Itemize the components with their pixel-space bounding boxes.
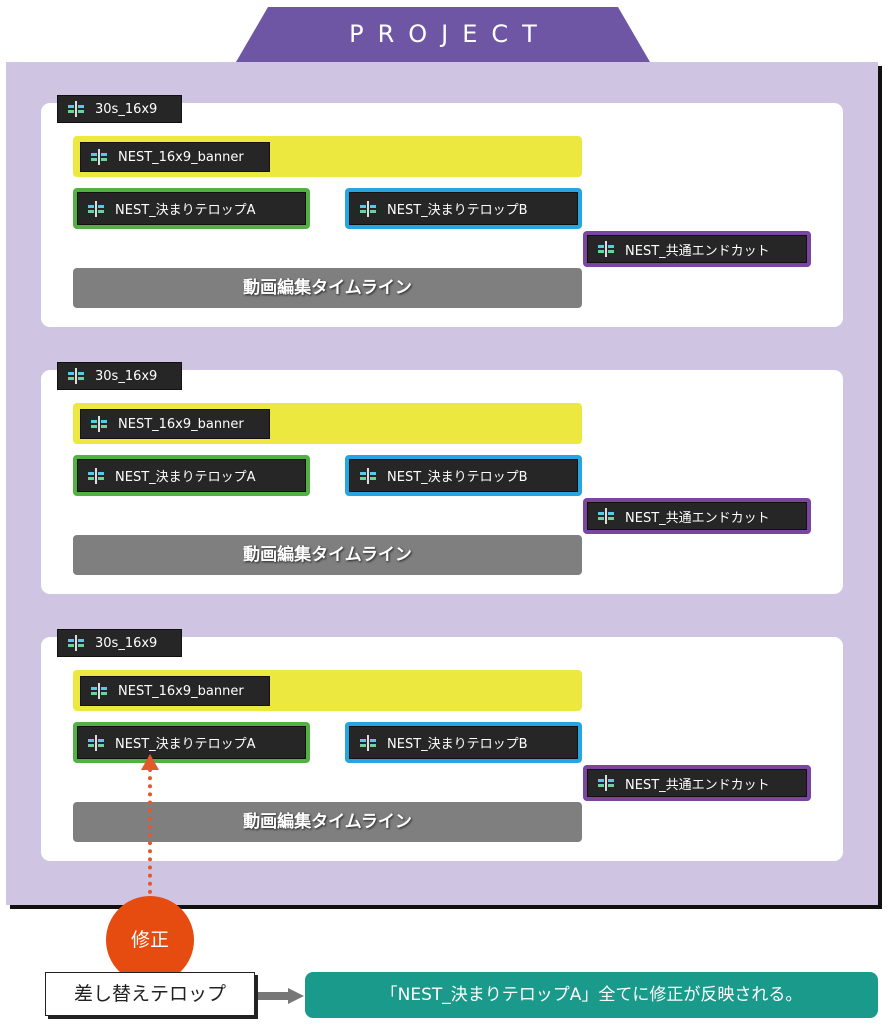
telop-b-track: NEST_決まりテロップB [345, 188, 582, 229]
telop-a-track: NEST_決まりテロップA [73, 188, 310, 229]
clip-name: NEST_決まりテロップB [387, 470, 528, 485]
sequence-name: 30s_16x9 [95, 635, 158, 651]
endcut-clip[interactable]: NEST_共通エンドカット [587, 235, 807, 263]
sequence-icon [88, 200, 104, 217]
telop-b-track: NEST_決まりテロップB [345, 722, 582, 763]
sequence-name: 30s_16x9 [95, 101, 158, 117]
telop-a-track: NEST_決まりテロップA [73, 722, 310, 763]
clip-name: NEST_決まりテロップB [387, 737, 528, 752]
arrow-up-icon [141, 754, 159, 770]
clip-name: NEST_16x9_banner [118, 683, 244, 699]
endcut-track: NEST_共通エンドカット [583, 498, 811, 534]
clip-name: NEST_共通エンドカット [625, 510, 770, 526]
clip-name: NEST_決まりテロップA [115, 470, 256, 485]
telop-b-clip[interactable]: NEST_決まりテロップB [349, 192, 578, 225]
endcut-clip[interactable]: NEST_共通エンドカット [587, 502, 807, 530]
replace-telop-label: 差し替えテロップ [45, 972, 255, 1016]
sequence-icon [68, 101, 84, 117]
clip-name: NEST_16x9_banner [118, 149, 244, 165]
telop-b-clip[interactable]: NEST_決まりテロップB [349, 726, 578, 759]
clip-name: NEST_共通エンドカット [625, 243, 770, 259]
sequence-icon [91, 149, 107, 165]
endcut-track: NEST_共通エンドカット [583, 231, 811, 267]
sequence-tag[interactable]: 30s_16x9 [57, 629, 182, 657]
sequence-icon [88, 467, 104, 484]
sequence-icon [88, 734, 104, 751]
project-header: PROJECT [236, 7, 650, 62]
sequence-tag[interactable]: 30s_16x9 [57, 95, 182, 123]
telop-b-clip[interactable]: NEST_決まりテロップB [349, 459, 578, 492]
clip-name: NEST_決まりテロップA [115, 203, 256, 218]
telop-a-clip[interactable]: NEST_決まりテロップA [77, 192, 306, 225]
banner-clip[interactable]: NEST_16x9_banner [80, 409, 270, 439]
timeline-bar: 動画編集タイムライン [73, 535, 582, 575]
clip-name: NEST_決まりテロップB [387, 203, 528, 218]
arrow-right-icon [258, 988, 304, 1004]
banner-track: NEST_16x9_banner [73, 136, 582, 177]
timeline-bar: 動画編集タイムライン [73, 268, 582, 308]
sequence-card: 30s_16x9 NEST_16x9_banner NEST_決まりテロップA … [41, 95, 843, 327]
telop-b-track: NEST_決まりテロップB [345, 455, 582, 496]
banner-clip[interactable]: NEST_16x9_banner [80, 142, 270, 172]
banner-track: NEST_16x9_banner [73, 670, 582, 711]
endcut-track: NEST_共通エンドカット [583, 765, 811, 801]
sequence-icon [360, 467, 376, 484]
sequence-tag[interactable]: 30s_16x9 [57, 362, 182, 390]
sequence-icon [91, 416, 107, 432]
fix-badge: 修正 [106, 896, 194, 984]
sequence-card: 30s_16x9 NEST_16x9_banner NEST_決まりテロップA … [41, 629, 843, 861]
sequence-icon [598, 508, 614, 524]
telop-a-track: NEST_決まりテロップA [73, 455, 310, 496]
sequence-icon [360, 734, 376, 751]
sequence-name: 30s_16x9 [95, 368, 158, 384]
sequence-icon [91, 683, 107, 699]
clip-name: NEST_共通エンドカット [625, 777, 770, 793]
endcut-clip[interactable]: NEST_共通エンドカット [587, 769, 807, 797]
telop-a-clip[interactable]: NEST_決まりテロップA [77, 459, 306, 492]
sequence-icon [598, 241, 614, 257]
sequence-icon [360, 200, 376, 217]
banner-track: NEST_16x9_banner [73, 403, 582, 444]
sequence-icon [598, 775, 614, 791]
sequence-card: 30s_16x9 NEST_16x9_banner NEST_決まりテロップA … [41, 362, 843, 594]
sequence-icon [68, 368, 84, 384]
result-message: 「NEST_決まりテロップA」全てに修正が反映される。 [305, 972, 878, 1018]
sequence-icon [68, 635, 84, 651]
clip-name: NEST_16x9_banner [118, 416, 244, 432]
clip-name: NEST_決まりテロップA [115, 737, 256, 752]
telop-a-clip[interactable]: NEST_決まりテロップA [77, 726, 306, 759]
banner-clip[interactable]: NEST_16x9_banner [80, 676, 270, 706]
timeline-bar: 動画編集タイムライン [73, 802, 582, 842]
dotted-connector [148, 768, 152, 894]
